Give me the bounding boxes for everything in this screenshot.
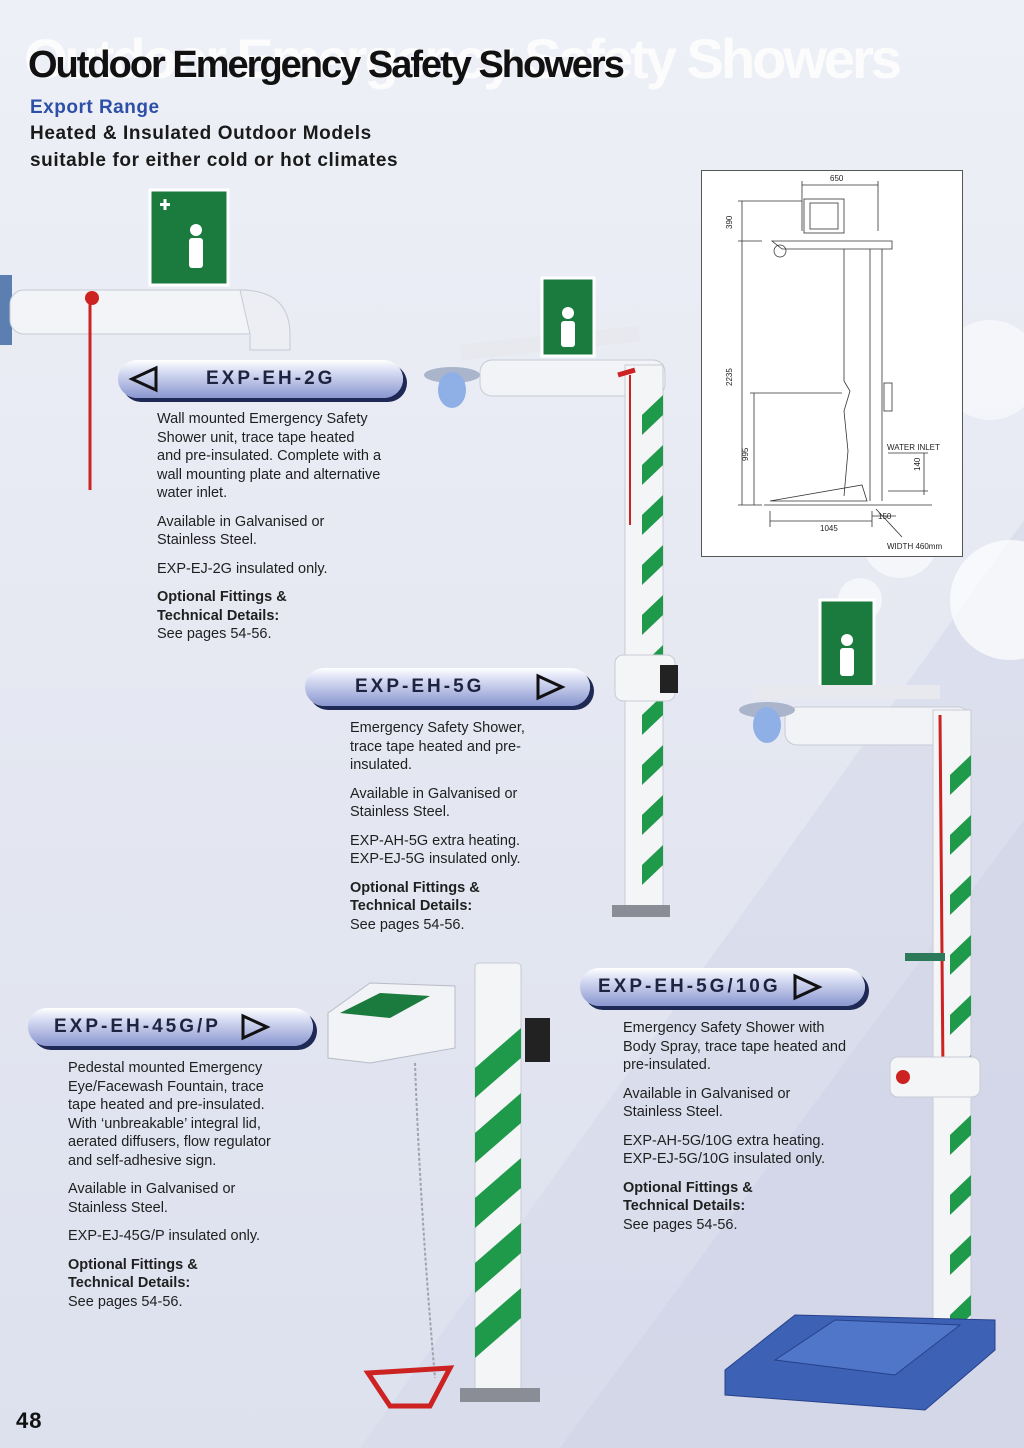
optional-heading: Optional Fittings & bbox=[623, 1179, 753, 1196]
product-tag-exp-eh-2g: EXP-EH-2G bbox=[118, 360, 403, 398]
availability-text: Available in Galvanised or Stainless Ste… bbox=[157, 513, 325, 549]
description-text: Wall mounted Emergency Safety Shower uni… bbox=[157, 411, 382, 501]
water-inlet-label: WATER INLET bbox=[887, 443, 940, 452]
see-pages-text: See pages 54-56. bbox=[157, 626, 272, 642]
dim-width: 650 bbox=[830, 174, 844, 183]
page-title: Outdoor Emergency Safety Showers bbox=[28, 44, 625, 86]
product-description-exp-eh-2g: Wall mounted Emergency Safety Shower uni… bbox=[157, 410, 382, 644]
width-note: WIDTH 460mm bbox=[887, 542, 942, 551]
freestanding-shower-photo bbox=[424, 276, 678, 917]
optional-heading-2: Technical Details: bbox=[350, 898, 473, 914]
dim-length: 1045 bbox=[820, 524, 838, 533]
product-tag-exp-eh-5g: EXP-EH-5G bbox=[305, 668, 590, 706]
description-text: Emergency Safety Shower, trace tape heat… bbox=[350, 720, 525, 773]
technical-drawing: 650 390 2235 995 WATER INLET 140 150 104… bbox=[701, 170, 963, 557]
wall-shower-photo bbox=[0, 188, 291, 490]
availability-text: Available in Galvanised or Stainless Ste… bbox=[350, 785, 518, 821]
body-spray-shower-photo bbox=[724, 598, 996, 1411]
ghost-title: Outdoor Emergency Safety Showers bbox=[24, 27, 902, 90]
optional-heading-2: Technical Details: bbox=[68, 1275, 191, 1291]
availability-text: Available in Galvanised or Stainless Ste… bbox=[623, 1085, 791, 1121]
arrow-right-icon bbox=[793, 973, 823, 1001]
variant-text-2: EXP-EJ-5G insulated only. bbox=[350, 851, 521, 867]
product-tag-exp-eh-5g-10g: EXP-EH-5G/10G bbox=[580, 968, 865, 1006]
subtitle-line-2: suitable for either cold or hot climates bbox=[30, 150, 399, 171]
product-code: EXP-EH-5G/10G bbox=[598, 976, 781, 997]
dim-top: 390 bbox=[725, 215, 734, 229]
variant-text-1: EXP-AH-5G/10G extra heating. bbox=[623, 1132, 825, 1149]
optional-heading-2: Technical Details: bbox=[157, 607, 280, 624]
product-code: EXP-EH-2G bbox=[206, 368, 336, 389]
dim-inlet: 140 bbox=[913, 457, 922, 471]
optional-heading: Optional Fittings & bbox=[350, 879, 480, 896]
eyewash-photo bbox=[327, 962, 550, 1409]
product-description-exp-eh-45g-p: Pedestal mounted Emergency Eye/Facewash … bbox=[68, 1059, 288, 1311]
see-pages-text: See pages 54-56. bbox=[350, 916, 465, 933]
variant-text: EXP-EJ-2G insulated only. bbox=[157, 560, 328, 577]
variant-text-1: EXP-AH-5G extra heating. bbox=[350, 832, 521, 849]
dim-base: 150 bbox=[878, 512, 892, 521]
product-tag-exp-eh-45g-p: EXP-EH-45G/P bbox=[28, 1008, 313, 1046]
subtitle-line-1: Heated & Insulated Outdoor Models bbox=[30, 123, 372, 144]
optional-heading: Optional Fittings & bbox=[68, 1256, 198, 1273]
availability-text: Available in Galvanised or Stainless Ste… bbox=[68, 1181, 236, 1216]
product-code: EXP-EH-45G/P bbox=[54, 1016, 221, 1037]
description-text: Emergency Safety Shower with Body Spray,… bbox=[623, 1020, 847, 1073]
variant-text: EXP-EJ-45G/P insulated only. bbox=[68, 1228, 261, 1244]
arrow-right-icon bbox=[241, 1013, 271, 1041]
page-number: 48 bbox=[16, 1408, 43, 1433]
product-description-exp-eh-5g-10g: Emergency Safety Shower with Body Spray,… bbox=[623, 1019, 848, 1234]
dim-handle: 995 bbox=[741, 447, 750, 461]
dim-height: 2235 bbox=[725, 368, 734, 386]
range-subtitle: Export Range bbox=[30, 97, 160, 118]
product-description-exp-eh-5g: Emergency Safety Shower, trace tape heat… bbox=[350, 719, 550, 934]
description-text: Pedestal mounted Emergency Eye/Facewash … bbox=[68, 1060, 271, 1169]
arrow-right-icon bbox=[536, 673, 567, 701]
variant-text-2: EXP-EJ-5G/10G insulated only. bbox=[623, 1151, 826, 1167]
optional-heading: Optional Fittings & bbox=[157, 589, 287, 605]
arrow-left-icon bbox=[128, 365, 158, 393]
see-pages-text: See pages 54-56. bbox=[68, 1293, 183, 1310]
see-pages-text: See pages 54-56. bbox=[623, 1216, 738, 1233]
optional-heading-2: Technical Details: bbox=[623, 1198, 746, 1214]
product-code: EXP-EH-5G bbox=[355, 676, 485, 697]
